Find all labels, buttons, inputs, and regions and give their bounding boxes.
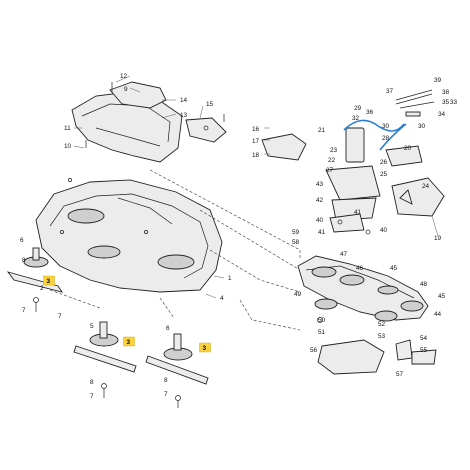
callout-3-right: 3 xyxy=(203,345,207,352)
callout-52: 52 xyxy=(378,321,386,328)
callout-48: 48 xyxy=(420,281,428,288)
callout-11: 11 xyxy=(64,125,71,132)
callout-42: 42 xyxy=(316,197,324,204)
callout-46: 46 xyxy=(356,265,364,272)
callout-40-b: 40 xyxy=(380,227,388,234)
callout-55: 55 xyxy=(420,347,428,354)
callout-6: 6 xyxy=(20,237,24,244)
callout-21: 21 xyxy=(318,127,326,134)
callout-1: 1 xyxy=(228,275,232,282)
callout-9: 9 xyxy=(124,86,128,93)
callout-19: 19 xyxy=(434,235,442,242)
deck-cover-assembly xyxy=(71,81,227,163)
callout-17: 17 xyxy=(252,138,260,145)
callout-7-b: 7 xyxy=(58,313,62,320)
callout-28: 28 xyxy=(382,135,390,142)
lift-bracket-assembly xyxy=(325,127,381,235)
callout-7-c: 7 xyxy=(90,393,94,400)
callout-14: 14 xyxy=(180,97,188,104)
pulley-belt-system xyxy=(297,255,429,322)
highlight-box-part-3-left xyxy=(43,275,55,286)
callout-49: 49 xyxy=(294,291,302,298)
callout-3-left: 3 xyxy=(47,278,51,285)
callout-53: 53 xyxy=(378,333,386,340)
callout-18: 18 xyxy=(252,152,260,159)
callout-30: 30 xyxy=(418,123,426,130)
callout-3-center: 3 xyxy=(127,339,131,346)
callout-20: 20 xyxy=(404,145,412,152)
callout-5: 5 xyxy=(90,323,94,330)
callout-33: 33 xyxy=(450,99,458,106)
callout-57: 57 xyxy=(396,371,404,378)
callout-34: 34 xyxy=(438,111,446,118)
idler-bracket xyxy=(317,317,437,375)
callout-31: 30 xyxy=(382,123,390,130)
callout-54: 54 xyxy=(420,335,428,342)
callout-35: 35 xyxy=(442,99,450,106)
callout-45-b: 45 xyxy=(438,293,446,300)
part-3-highlights xyxy=(43,275,211,353)
callout-8-b: 8 xyxy=(90,379,94,386)
callout-59: 59 xyxy=(292,229,300,236)
highlight-box-part-3-center xyxy=(123,336,135,347)
callout-41-b: 41 xyxy=(318,229,326,236)
callout-8-c: 8 xyxy=(164,377,168,384)
callout-51: 51 xyxy=(318,329,326,336)
callout-38: 38 xyxy=(442,89,450,96)
left-spindle-blade xyxy=(6,247,64,312)
callout-26: 26 xyxy=(380,159,388,166)
callout-27: 27 xyxy=(326,167,334,174)
callout-7: 7 xyxy=(22,307,26,314)
leader-lines xyxy=(73,75,439,299)
callout-29: 29 xyxy=(354,105,362,112)
callout-2: 2 xyxy=(40,285,44,292)
cover-screws xyxy=(85,82,225,148)
callout-50: 50 xyxy=(318,317,326,324)
right-spindle-blade xyxy=(145,333,209,408)
callout-numbers: 12 9 14 15 13 11 10 16 17 18 6 8 7 3 2 7… xyxy=(20,73,458,400)
callout-23: 23 xyxy=(330,147,338,154)
callout-56: 56 xyxy=(310,347,318,354)
callout-22: 22 xyxy=(328,157,336,164)
callout-6-b: 6 xyxy=(166,325,170,332)
callout-10: 10 xyxy=(64,143,72,150)
callout-43: 43 xyxy=(316,181,324,188)
callout-47: 47 xyxy=(340,251,348,258)
callout-36: 36 xyxy=(366,109,374,116)
center-spindle-blade xyxy=(73,321,137,398)
callout-16: 16 xyxy=(252,126,260,133)
callout-13: 13 xyxy=(180,112,188,119)
assembly-dashed-lines xyxy=(49,169,301,331)
callout-44: 44 xyxy=(434,311,442,318)
callout-32: 32 xyxy=(352,115,360,122)
callout-12: 12 xyxy=(120,73,128,80)
highlight-box-part-3-right xyxy=(199,342,211,353)
control-cables xyxy=(343,119,407,151)
callout-41: 41 xyxy=(354,209,362,216)
callout-8: 8 xyxy=(22,257,26,264)
callout-45: 45 xyxy=(390,265,398,272)
callout-7-d: 7 xyxy=(164,391,168,398)
callout-39: 39 xyxy=(434,77,442,84)
callout-15: 15 xyxy=(206,101,214,108)
callout-58: 58 xyxy=(292,239,300,246)
belt-shield-parts xyxy=(261,133,445,217)
mower-deck-body xyxy=(35,178,223,293)
callout-4: 4 xyxy=(220,295,224,302)
callout-24: 24 xyxy=(422,183,430,190)
linkage-rods xyxy=(395,89,435,117)
callout-40: 40 xyxy=(316,217,324,224)
callout-37: 37 xyxy=(386,88,394,95)
callout-25: 25 xyxy=(380,171,388,178)
